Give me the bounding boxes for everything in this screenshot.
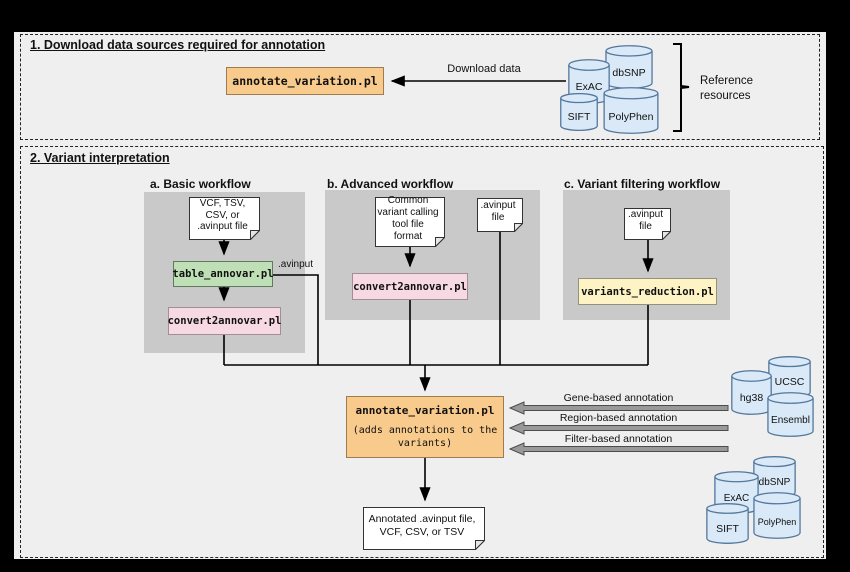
input-doc-filtering-label: .avinput file — [627, 209, 664, 232]
db-label: SIFT — [716, 522, 739, 535]
cylinder-icon — [603, 87, 659, 134]
section2-title: 2. Variant interpretation — [30, 151, 170, 165]
db-label: Ensembl — [771, 414, 810, 426]
db-label: PolyPhen — [608, 110, 654, 123]
input-doc-basic-label: VCF, TSV, CSV, or .avinput file — [197, 197, 248, 233]
document-icon — [477, 198, 523, 232]
section-variant-interpretation — [20, 146, 824, 558]
convert2annovar-advanced-label: convert2annovar.pl — [353, 280, 467, 293]
db-label: ExAC — [575, 81, 603, 94]
db-sift-top: SIFT — [560, 93, 598, 131]
workflow-a-title: a. Basic workflow — [150, 177, 251, 191]
input-doc-advanced-label: Common variant calling tool file format — [377, 195, 439, 242]
db-label: SIFT — [567, 110, 591, 123]
db-polyphen-top: PolyPhen — [603, 87, 659, 134]
document-icon — [363, 507, 485, 550]
annotate-variation-download-label: annotate_variation.pl — [232, 74, 378, 88]
annotate-variation-download-box: annotate_variation.pl — [226, 67, 384, 95]
db-ucsc: UCSC — [768, 356, 811, 398]
input-doc-advanced: Common variant calling tool file format — [375, 195, 445, 247]
reference-resources-label: Reference resources — [700, 75, 754, 102]
db-ensembl: Ensembl — [767, 392, 814, 437]
variants-reduction-box: variants_reduction.pl — [578, 278, 717, 305]
variants-reduction-label: variants_reduction.pl — [581, 285, 714, 298]
db-sift-bottom: SIFT — [706, 503, 749, 544]
db-label: dbSNP — [758, 476, 791, 488]
section1-title: 1. Download data sources required for an… — [30, 38, 326, 52]
db-label: dbSNP — [612, 66, 646, 79]
convert2annovar-basic-label: convert2annovar.pl — [167, 315, 282, 327]
convert2annovar-advanced-box: convert2annovar.pl — [352, 273, 468, 300]
workflow-b-title: b. Advanced workflow — [327, 177, 454, 191]
cylinder-icon — [706, 503, 749, 544]
section-download-data — [20, 34, 820, 140]
gene-annotation-label: Gene-based annotation — [563, 392, 674, 404]
cylinder-icon — [560, 93, 598, 131]
annotate-variation-main-box: annotate_variation.pl (adds annotations … — [346, 396, 504, 458]
region-annotation-label: Region-based annotation — [559, 412, 678, 424]
download-data-label: Download data — [447, 63, 521, 75]
filter-annotation-arrow — [508, 442, 729, 461]
annotate-variation-subtitle: (adds annotations to the variants) — [352, 425, 498, 449]
db-label: ExAC — [723, 492, 750, 504]
table-annovar-label: table_annovar.pl — [172, 268, 274, 280]
db-polyphen-bottom: PolyPhen — [753, 492, 801, 539]
annotate-variation-main-label: annotate_variation.pl — [355, 404, 495, 417]
filter-annotation-label: Filter-based annotation — [564, 433, 673, 445]
gene-annotation-arrow — [508, 401, 729, 420]
avinput-doc-advanced: .avinput file — [477, 198, 523, 232]
output-doc: Annotated .avinput file, VCF, CSV, or TS… — [363, 507, 485, 550]
db-hg38: hg38 — [731, 370, 772, 415]
db-label: hg38 — [739, 392, 764, 405]
avinput-doc-advanced-label: .avinput file — [480, 200, 516, 223]
document-icon — [375, 197, 445, 247]
region-annotation-arrow — [508, 421, 729, 440]
convert2annovar-basic-box: convert2annovar.pl — [168, 307, 281, 335]
avinput-branch-label: .avinput — [278, 259, 314, 270]
cylinder-icon — [767, 392, 814, 437]
cylinder-icon — [731, 370, 772, 415]
input-doc-filtering: .avinput file — [624, 208, 671, 240]
db-dbsnp-top: dbSNP — [605, 45, 653, 89]
cylinder-icon — [768, 356, 811, 398]
cylinder-icon — [753, 492, 801, 539]
db-label: PolyPhen — [757, 516, 797, 527]
output-doc-label: Annotated .avinput file, VCF, CSV, or TS… — [368, 513, 476, 538]
document-icon — [624, 208, 671, 240]
table-annovar-box: table_annovar.pl — [172, 261, 274, 287]
db-label: UCSC — [774, 376, 805, 389]
document-icon — [189, 197, 260, 240]
input-doc-basic: VCF, TSV, CSV, or .avinput file — [189, 197, 260, 240]
workflow-c-title: c. Variant filtering workflow — [564, 177, 721, 191]
